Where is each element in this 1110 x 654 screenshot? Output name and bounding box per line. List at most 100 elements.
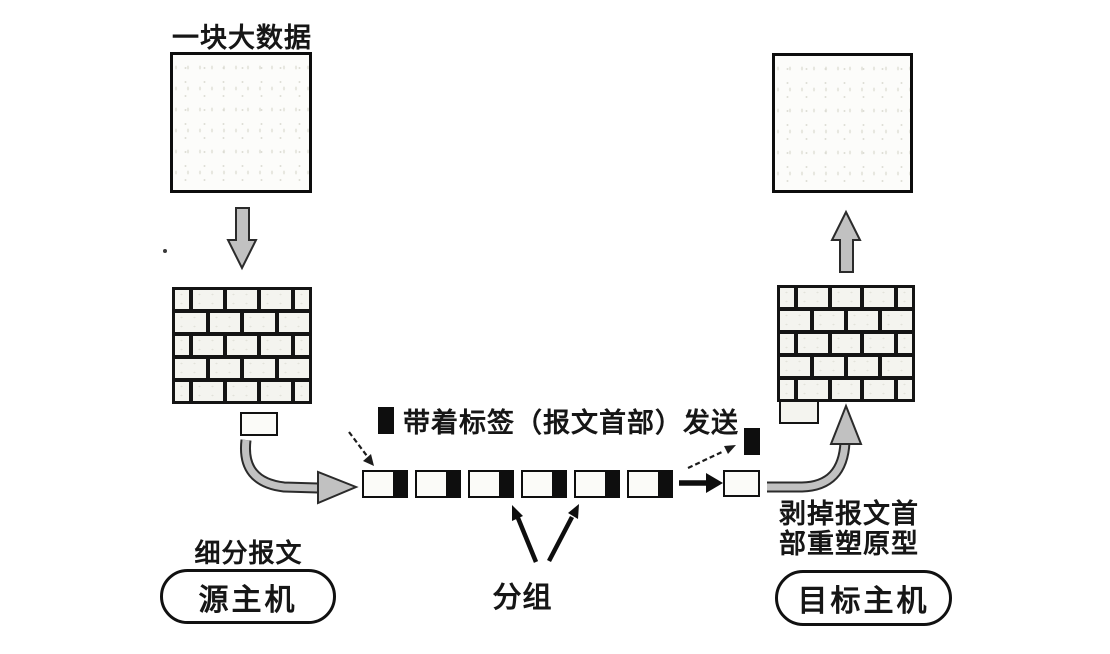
brick [258,334,294,357]
brick-row [778,378,914,401]
fragment-box [240,412,278,436]
packets-label: 分组 [492,580,553,614]
brick [276,311,311,334]
packet-with-header [468,470,514,498]
brick [276,357,311,380]
brick [190,334,226,357]
packet-header-icon [393,472,406,496]
destination-host-label: 目标主机 [797,584,930,619]
brick [778,378,796,401]
legend: 带着标签（报文首部）发送 [378,403,739,439]
brick-row [778,355,914,378]
brick [242,311,277,334]
packet-header-icon [658,472,671,496]
brick [896,286,914,309]
brick [258,380,294,403]
brick [896,378,914,401]
brick [258,288,294,311]
brick [846,309,880,332]
brick [795,378,830,401]
brick-row [778,286,914,309]
brick [207,357,242,380]
brick [293,334,311,357]
brick [795,286,830,309]
brick [795,332,830,355]
packet-header-icon [499,472,512,496]
pointer-arrow-left-icon [348,431,374,466]
curved-arrow-left-icon [239,439,359,505]
brick [829,378,863,401]
destination-process-line1: 剥掉报文首 [779,499,919,530]
brick [293,380,311,403]
brick [242,357,277,380]
pointer-arrow-right-icon [687,445,736,469]
stray-dot [163,249,167,253]
source-host-pill: 源主机 [160,569,336,624]
brick [173,380,191,403]
source-data-block [170,52,312,193]
curved-arrow-right-icon [767,403,863,493]
brick [778,355,812,378]
brick [225,288,259,311]
packet-with-header [415,470,461,498]
destination-process-label: 剥掉报文首 部重塑原型 [779,500,919,560]
forward-arrow-icon [679,473,723,493]
brick [190,380,226,403]
brick [778,332,796,355]
brick-row [173,380,311,403]
brick [207,311,242,334]
destination-host-pill: 目标主机 [775,570,952,626]
packet-header-icon [446,472,459,496]
brick-row [173,288,311,311]
brick [173,288,191,311]
destination-brick-wall [777,285,915,402]
brick [225,380,259,403]
brick [173,357,208,380]
stripped-header-block [744,428,760,455]
brick [173,334,191,357]
brick [190,288,226,311]
brick-row [173,357,311,380]
loose-brick [779,400,819,424]
arrived-packet-box [723,470,760,497]
brick [880,355,914,378]
packet-with-header [521,470,567,498]
source-host-label: 源主机 [198,582,298,618]
brick [846,355,880,378]
packet-header-icon [552,472,565,496]
packet-with-header [574,470,620,498]
brick [862,378,897,401]
brick [812,355,846,378]
brick [225,334,259,357]
destination-process-line2: 部重塑原型 [779,529,919,560]
destination-data-block [772,53,913,193]
packet-with-header [627,470,673,498]
brick [173,311,208,334]
brick-row [173,334,311,357]
brick [880,309,914,332]
brick [862,332,897,355]
brick [293,288,311,311]
brick [812,309,846,332]
legend-text: 带着标签（报文首部）发送 [403,407,739,439]
brick-row [778,332,914,355]
source-brick-wall [172,287,312,404]
packet-header-icon [605,472,618,496]
packet-row [362,470,673,498]
brick [829,332,863,355]
down-arrow-icon [226,207,258,271]
packets-callout-arrows-icon [512,504,579,563]
brick [829,286,863,309]
brick [896,332,914,355]
brick-row [778,309,914,332]
source-block-label: 一块大数据 [172,23,312,54]
up-arrow-icon [830,209,862,273]
brick-row [173,311,311,334]
header-legend-icon [378,406,394,434]
source-process-label: 细分报文 [194,539,303,569]
brick [778,309,812,332]
brick [862,286,897,309]
brick [778,286,796,309]
